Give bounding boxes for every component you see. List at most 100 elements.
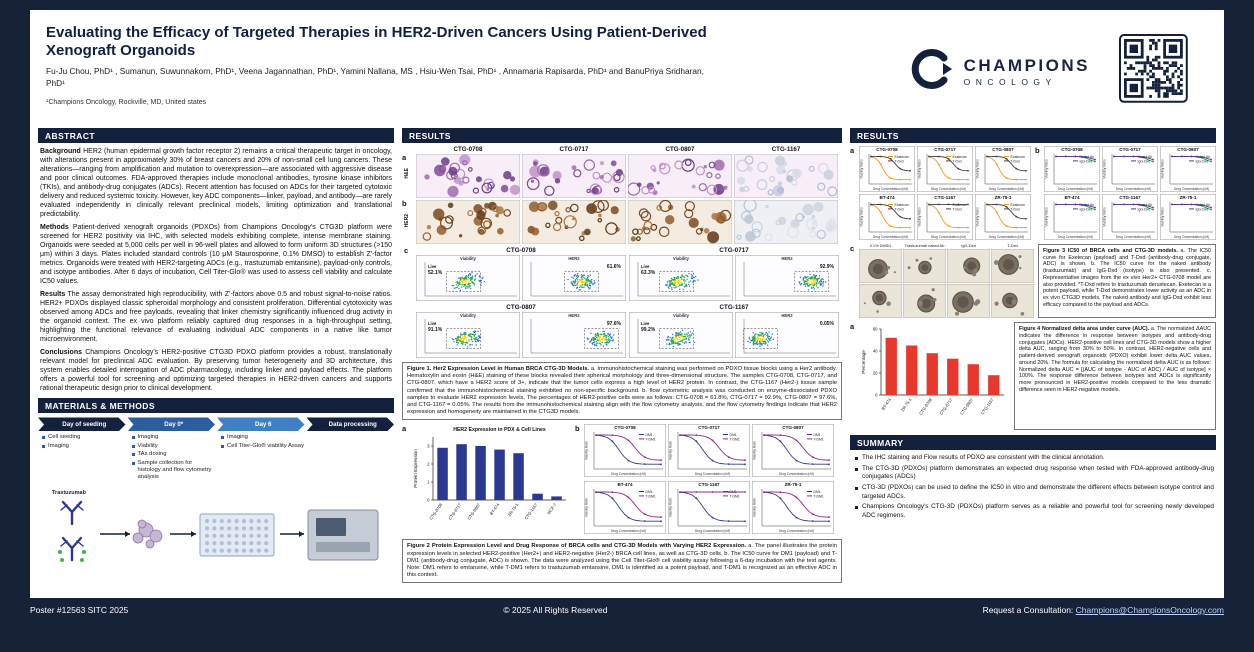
- svg-text:52.1%: 52.1%: [428, 270, 443, 276]
- her2-image-row: [416, 200, 838, 244]
- organoid-brightfield-image: [991, 249, 1034, 284]
- svg-text:Exatecan: Exatecan: [953, 155, 967, 159]
- results-mid-section-header: RESULTS: [402, 128, 842, 143]
- workflow-step-2: Day 0*: [128, 417, 216, 431]
- poster-number: Poster #12563 SITC 2025: [30, 605, 129, 615]
- svg-text:Exatecan: Exatecan: [895, 155, 909, 159]
- authors-line: Fu-Ju Chou, PhD¹ , Sumanun, Suwunnakorn,…: [46, 66, 704, 88]
- abstract-results-label: Results: [40, 290, 66, 298]
- champions-logo-icon: [911, 49, 952, 89]
- svg-text:CTG-0807: CTG-0807: [992, 147, 1014, 152]
- svg-text:T-DM1: T-DM1: [814, 438, 824, 442]
- svg-text:1: 1: [427, 480, 430, 485]
- svg-text:Trastuzumab: Trastuzumab: [52, 490, 87, 496]
- svg-text:BT-474: BT-474: [1064, 195, 1080, 200]
- svg-text:3: 3: [427, 444, 430, 449]
- flow-group-title: CTG-0717: [719, 247, 749, 254]
- abstract-results: Results The assay demonstrated high repr…: [40, 290, 392, 345]
- champions-logo-text: CHAMPIONS ONCOLOGY: [964, 56, 1090, 87]
- svg-text:Live: Live: [428, 321, 437, 326]
- her2-ihc-image-CTG-0708: [416, 200, 520, 244]
- svg-text:0: 0: [427, 498, 430, 503]
- svg-text:0: 0: [875, 393, 878, 398]
- svg-text:CTG-1167: CTG-1167: [934, 195, 956, 200]
- svg-text:Viability Ratio: Viability Ratio: [584, 497, 588, 516]
- champions-logo: CHAMPIONS ONCOLOGY: [910, 46, 1090, 97]
- svg-text:BT-474: BT-474: [880, 397, 892, 411]
- consultation-email-link[interactable]: Champions@ChampionsOncology.com: [1075, 605, 1224, 615]
- bar-CTG-0717: [456, 444, 467, 501]
- svg-text:T-Dxd: T-Dxd: [1011, 207, 1020, 211]
- svg-text:T-DM1: T-DM1: [646, 438, 656, 442]
- svg-text:Viability Ratio: Viability Ratio: [859, 159, 863, 178]
- panel-letter: a: [850, 146, 855, 155]
- abstract-results-text: The assay demonstrated high reproducibil…: [40, 290, 392, 344]
- figure2-caption: Figure 2 Protein Expression Level and Dr…: [402, 539, 842, 584]
- svg-text:Drug Concentration (nM): Drug Concentration (nM): [1116, 187, 1151, 191]
- svg-text:IgG-Dxd: IgG-Dxd: [1138, 207, 1151, 211]
- stain-row-label: HER2: [404, 214, 410, 228]
- svg-text:T-DM1: T-DM1: [646, 494, 656, 498]
- model-header: CTG-0708: [453, 146, 483, 153]
- svg-text:Viability Ratio: Viability Ratio: [668, 441, 672, 460]
- logo-primary-text: CHAMPIONS: [963, 56, 1090, 75]
- panel-letter: c: [404, 246, 409, 255]
- footer-row: Poster #12563 SITC 2025 © 2025 All Right…: [30, 605, 1224, 615]
- svg-text:T-DM1: T-DM1: [814, 494, 824, 498]
- he-ihc-image-CTG-0807: [628, 154, 732, 198]
- bar-BT-474: [494, 449, 505, 501]
- organoid-condition-label: T-Dxd: [1007, 243, 1018, 248]
- methods-section-header: MATERIALS & METHODS: [38, 398, 394, 414]
- svg-text:CTG-1167: CTG-1167: [698, 482, 720, 487]
- svg-text:Exatecan: Exatecan: [895, 203, 909, 207]
- svg-text:Viability Ratio: Viability Ratio: [1102, 159, 1106, 178]
- figure3-caption-text: a. The IC50 curve for Exetecan (payload)…: [1043, 248, 1211, 308]
- bar-chart-fig2a: HER2 Expression in PDX & Cell Lines0123C…: [413, 427, 566, 521]
- panel-letter: b: [402, 199, 407, 208]
- workflow-task: Cell seeding: [42, 434, 126, 441]
- bar-MCF-7: [551, 496, 562, 501]
- svg-text:Drug Concentration (nM): Drug Concentration (nM): [1174, 187, 1209, 191]
- workflow-task: Cell Titer-Glo® viability Assay: [221, 443, 305, 450]
- flow-group-title: CTG-0708: [506, 247, 536, 254]
- svg-text:CTG-1167: CTG-1167: [523, 502, 538, 521]
- figure1-he-row-side: a H&E: [402, 153, 414, 198]
- abstract-background-label: Background: [40, 147, 81, 155]
- bar-BT-474: [885, 338, 897, 396]
- stain-row-label: H&E: [404, 168, 410, 179]
- bar-CTG-1167: [532, 494, 543, 501]
- svg-text:IgG-Dxd: IgG-Dxd: [1080, 207, 1093, 211]
- figure4-caption-text: a. The normalized ΔAUC indicates the dif…: [1019, 326, 1212, 393]
- svg-text:Drug Concentration (nM): Drug Concentration (nM): [1058, 187, 1093, 191]
- svg-text:HER2 Expression in PDX & Cell: HER2 Expression in PDX & Cell Lines: [453, 427, 546, 433]
- model-header: CTG-0717: [559, 146, 589, 153]
- svg-text:DM1: DM1: [646, 490, 653, 494]
- svg-text:ZR-75-1: ZR-75-1: [1180, 195, 1197, 200]
- abstract-column: ABSTRACT Background HER2 (human epiderma…: [38, 128, 394, 600]
- panel-letter: a: [402, 153, 407, 162]
- svg-text:Viability Ratio: Viability Ratio: [917, 207, 921, 226]
